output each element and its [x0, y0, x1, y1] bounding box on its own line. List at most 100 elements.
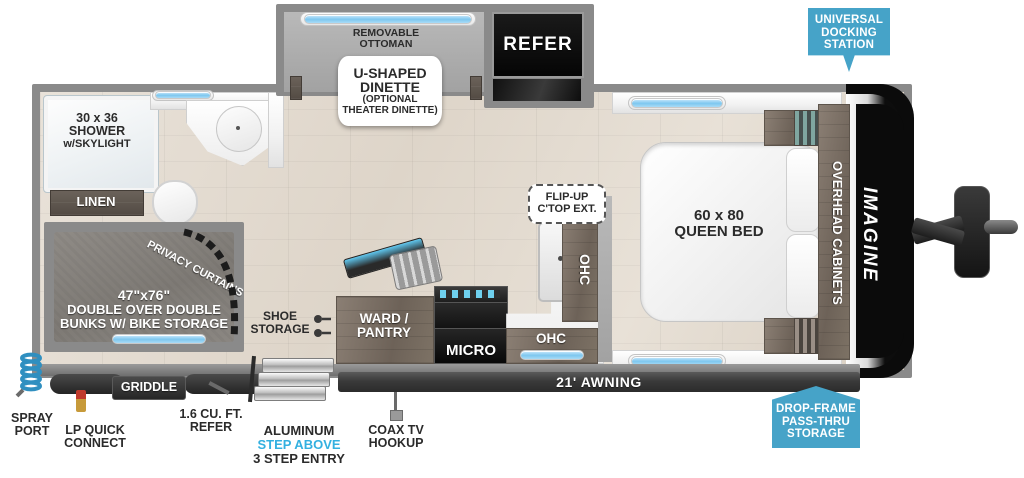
- sink-faucet-icon: [558, 256, 563, 261]
- lp-line-2: CONNECT: [64, 436, 126, 451]
- refrigerator: REFER: [492, 12, 584, 78]
- removable-ottoman-label: REMOVABLE OTTOMAN: [316, 27, 456, 51]
- overhead-cabinets-label: OVERHEAD CABINETS: [830, 161, 845, 305]
- utility-tank-left: [50, 374, 124, 394]
- galley-window: [520, 350, 584, 360]
- nose-inner: [856, 104, 904, 358]
- coat-hooks-icon: [314, 315, 331, 337]
- spray-port-line-2: PORT: [14, 424, 50, 439]
- griddle-label: GRIDDLE: [120, 380, 178, 395]
- refer-lower-drawer: [492, 78, 582, 102]
- galley-divider-wall: [598, 196, 612, 362]
- lp-quick-connect-icon: [76, 390, 86, 412]
- uds-line-2: DOCKING: [821, 26, 877, 39]
- uds-line-3: STATION: [823, 39, 875, 52]
- microwave: MICRO: [434, 328, 508, 364]
- imagine-logo: IMAGINE: [859, 187, 880, 283]
- ward-pantry-cabinet: [336, 296, 434, 364]
- refer-ext-line-2: REFER: [189, 420, 233, 435]
- lp-line-1: LP QUICK: [65, 423, 125, 437]
- universal-docking-station-badge[interactable]: UNIVERSAL DOCKING STATION: [808, 8, 890, 72]
- entry-step-3: [254, 386, 326, 401]
- coax-connector-icon: [390, 410, 403, 421]
- dinette-line-4: THEATER DINETTE): [342, 104, 438, 116]
- shower-label: 30 x 36 SHOWER w/SKYLIGHT: [44, 111, 150, 150]
- coax-line-1: COAX TV: [368, 423, 424, 437]
- range-burner-knobs: [440, 290, 500, 298]
- entry-line-3: 3 STEP ENTRY: [253, 450, 345, 466]
- coax-line-2: HOOKUP: [368, 436, 424, 451]
- privacy-curtain-track-icon: [183, 228, 239, 339]
- linen-label: LINEN: [76, 194, 116, 209]
- refer-label: REFER: [503, 33, 573, 55]
- wardrobe-top-icon: [794, 110, 820, 146]
- griddle: GRIDDLE: [112, 376, 186, 400]
- ohc-vertical-label: OHC: [577, 254, 593, 286]
- dfs-line-3: STORAGE: [786, 428, 846, 441]
- linen-cabinet: [50, 190, 144, 216]
- ohc-low-label: OHC: [536, 331, 566, 346]
- bath-window: [155, 91, 211, 99]
- entry-step-2: [258, 372, 330, 387]
- flip-up-line-2: C'TOP EXT.: [537, 203, 597, 215]
- exterior-refer-label: 1.6 CU. FT. REFER: [168, 407, 254, 435]
- ward-pantry-label: WARD / PANTRY: [336, 311, 432, 341]
- spray-port-label: SPRAY PORT: [4, 411, 60, 439]
- coax-lead-line: [394, 392, 397, 414]
- shower-word: SHOWER: [68, 124, 126, 139]
- pillow-bottom: [786, 234, 820, 318]
- dinette-callout-bubble: U-SHAPED DINETTE (OPTIONAL THEATER DINET…: [338, 56, 442, 126]
- dinette-post-right: [470, 76, 482, 100]
- dfs-line-2: PASS-THRU: [781, 415, 851, 428]
- spray-port-hose-icon: [15, 352, 42, 398]
- bunk-window: [112, 334, 206, 344]
- toilet: [152, 180, 198, 226]
- bunk-size: 47"x76": [117, 287, 171, 303]
- shoe-line-2: STORAGE: [250, 321, 310, 336]
- bath-partition-wall: [268, 92, 284, 168]
- shoe-line-1: SHOE: [262, 309, 297, 323]
- micro-label: MICRO: [446, 342, 496, 360]
- overhead-cabinets: [818, 104, 850, 360]
- bunk-storage: BUNKS W/ BIKE STORAGE: [59, 315, 229, 331]
- bunk-label: 47"x76" DOUBLE OVER DOUBLE BUNKS W/ BIKE…: [54, 288, 234, 330]
- entry-line-2: STEP ABOVE: [257, 436, 341, 452]
- bunk-type: DOUBLE OVER DOUBLE: [67, 301, 221, 317]
- sink-drain-icon: [236, 126, 240, 130]
- pantry-label: PANTRY: [357, 325, 411, 341]
- bed-size: 60 x 80: [693, 207, 745, 224]
- awning-bar: 21' AWNING: [338, 372, 860, 392]
- entry-line-1: ALUMINUM: [263, 423, 335, 438]
- shower-size: 30 x 36: [76, 111, 118, 125]
- awning-label: 21' AWNING: [556, 373, 642, 390]
- oven-door: [434, 302, 508, 330]
- dinette-line-1: U-SHAPED: [353, 64, 427, 81]
- shoe-storage-label: SHOE STORAGE: [248, 310, 312, 335]
- drop-frame-storage-badge[interactable]: DROP-FRAME PASS-THRU STORAGE: [772, 386, 860, 448]
- ward-label: WARD /: [359, 311, 409, 326]
- dinette-line-2: DINETTE: [360, 79, 420, 96]
- spray-port-line-1: SPRAY: [11, 411, 53, 425]
- uds-line-1: UNIVERSAL: [814, 14, 884, 27]
- refer-ext-line-1: 1.6 CU. FT.: [179, 407, 243, 421]
- bath-sink-bowl: [216, 106, 262, 152]
- lp-quick-connect-label: LP QUICK CONNECT: [50, 423, 140, 451]
- dinette-window: [304, 14, 472, 24]
- coax-label: COAX TV HOOKUP: [358, 423, 434, 451]
- shower-skylight: w/SKYLIGHT: [63, 137, 131, 150]
- flip-up-line-1: FLIP-UP: [545, 191, 589, 204]
- bedroom-window-top: [631, 98, 723, 108]
- entry-step-1: [262, 358, 334, 373]
- wardrobe-bottom-icon: [794, 318, 820, 354]
- hitch-coupler: [984, 220, 1018, 234]
- dfs-line-1: DROP-FRAME: [776, 403, 856, 416]
- queen-bed-label: 60 x 80 QUEEN BED: [644, 208, 794, 240]
- dinette-line-3: (OPTIONAL: [362, 94, 418, 106]
- bed-type: QUEEN BED: [674, 222, 764, 240]
- bunk-mattress: [54, 232, 234, 342]
- entry-steps-label: ALUMINUM STEP ABOVE 3 STEP ENTRY: [244, 424, 354, 465]
- ohc-vertical-cabinet: [562, 216, 598, 322]
- dinette-post-left: [290, 76, 302, 100]
- ottoman-line-2: OTTOMAN: [359, 38, 413, 51]
